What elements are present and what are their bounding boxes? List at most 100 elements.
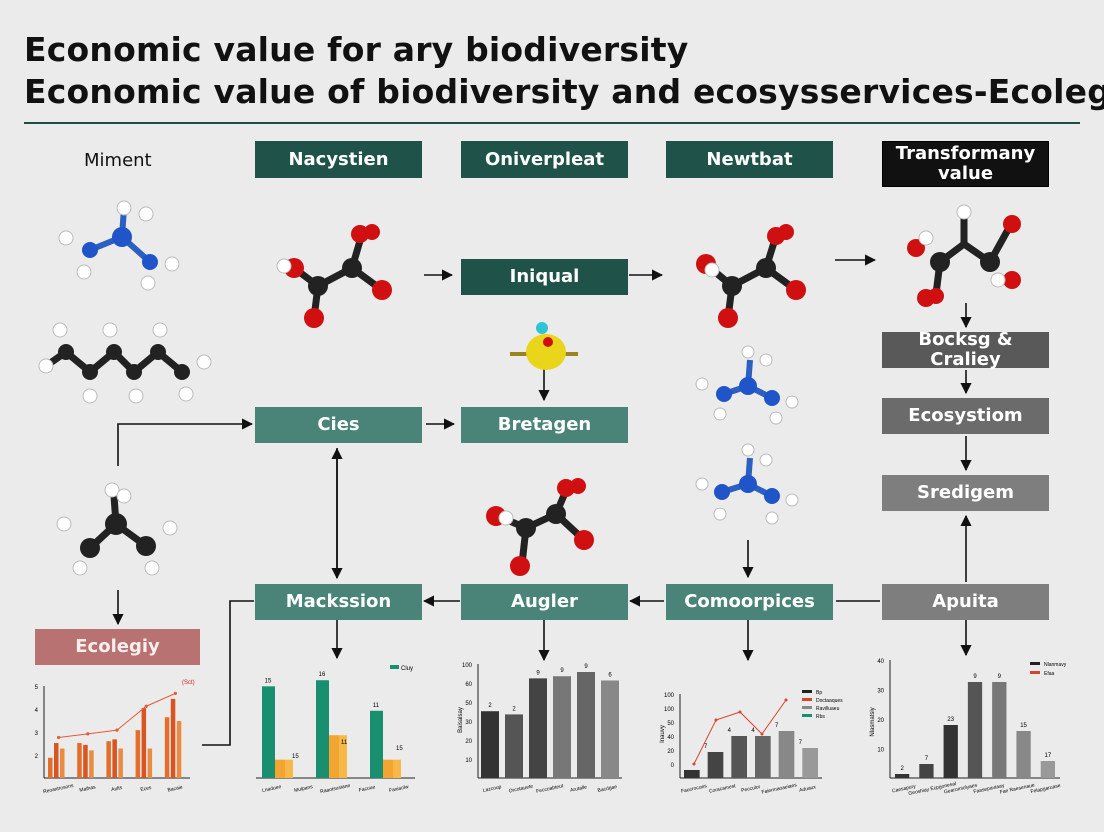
chart1-point xyxy=(144,704,148,708)
chart3-bar xyxy=(529,678,547,778)
chart3-x-label: Feccoabteut xyxy=(536,783,565,795)
chart2-value-label: 11 xyxy=(373,703,380,709)
chart5-value-label: 23 xyxy=(947,717,954,723)
chart2-bar-amber xyxy=(383,759,393,778)
chart2-value-label: 15 xyxy=(396,746,403,752)
chart1-bar xyxy=(83,744,88,778)
chart3-x-label: Lazcoup xyxy=(482,784,502,794)
chart3-y-tick: 100 xyxy=(462,663,473,669)
chart1-y-tick: 2 xyxy=(35,754,39,760)
chart5-y-tick: 30 xyxy=(877,689,884,695)
node-apuita: Apuita xyxy=(882,584,1049,620)
chart3-bar xyxy=(601,680,619,778)
chart2-value-label: 16 xyxy=(319,672,326,678)
chart5-value-label: 7 xyxy=(925,756,929,762)
chart3-value-label: 9 xyxy=(584,664,588,670)
chart4-y-tick: 40 xyxy=(667,735,674,741)
chart4-x-label: Faucrocues xyxy=(681,783,708,794)
node-ecosystiom: Ecosystiom xyxy=(882,398,1049,434)
chart4-legend-swatch xyxy=(802,706,812,709)
chart1-point xyxy=(57,735,61,740)
chart3-bar xyxy=(553,676,571,778)
node-cies: Cies xyxy=(255,407,422,443)
chart4-y-tick: 100 xyxy=(664,707,675,713)
chart3-y-tick: 10 xyxy=(465,758,472,764)
chart1-bar xyxy=(141,708,147,778)
chart2-legend-swatch xyxy=(390,665,399,669)
chart4-bar xyxy=(707,752,724,778)
chart5-y-tick: 40 xyxy=(877,659,884,665)
molecule-icon-amine-2 xyxy=(695,345,799,425)
molecule-icon-propane xyxy=(56,482,178,576)
chart1-bar xyxy=(77,743,82,778)
column-header-3: Oniverpleat xyxy=(461,141,628,178)
chart5-value-label: 15 xyxy=(1020,723,1027,729)
chart3-y-tick: 50 xyxy=(465,701,472,707)
chart5-y-tick: 20 xyxy=(877,718,884,724)
molecule-icon-oxalic-3 xyxy=(486,478,594,576)
chart1-bar xyxy=(147,748,153,778)
chart3-bar xyxy=(505,714,523,778)
chart4-value-label: 7 xyxy=(704,744,708,750)
chart1-bar xyxy=(54,743,59,778)
chart4-bar xyxy=(778,731,795,778)
chart4-legend: Ravilluaeu xyxy=(816,706,840,712)
chart3-ylabel: Baisalsay xyxy=(458,707,464,733)
node-ecolegiy: Ecolegiy xyxy=(35,629,200,665)
chart3-value-label: 6 xyxy=(608,672,612,678)
chart1-bar xyxy=(164,717,170,778)
chart3-bar xyxy=(577,672,595,778)
chart5-value-label: 17 xyxy=(1045,753,1052,759)
chart4-value-label: 7 xyxy=(799,740,803,746)
chart5-bar xyxy=(1040,761,1055,778)
node-iniqual: Iniqual xyxy=(461,259,628,295)
chart5-legend: Efaa xyxy=(1044,671,1055,677)
chart5-bar xyxy=(992,682,1007,778)
chart3-y-tick: 30 xyxy=(465,720,472,726)
chart3-value-label: 9 xyxy=(560,668,564,674)
chart2-value-label: 15 xyxy=(265,678,272,684)
chart3-bar xyxy=(481,711,499,778)
chart4-value-label: 7 xyxy=(775,723,779,729)
chart4-x-label: Aduaux xyxy=(799,784,817,793)
chart5-y-tick: 10 xyxy=(877,748,884,754)
node-bocksg: Bocksg & Craliey xyxy=(882,330,1049,369)
chart2-legend: Cluy xyxy=(401,666,413,672)
chart1-bar xyxy=(48,757,53,778)
chart1-bar xyxy=(176,720,182,778)
node-comoorpices: Comoorpices xyxy=(666,584,833,620)
chart4-legend: Rbs xyxy=(816,714,825,720)
chart1-bar xyxy=(106,741,111,778)
molecule-icon-oxalic-2 xyxy=(696,224,806,328)
molecule-icon-oxalic-1 xyxy=(276,224,392,328)
chart4-point xyxy=(784,698,788,702)
chart2-x-label: Faxiaolw xyxy=(389,784,410,794)
chart5-legend-swatch xyxy=(1030,662,1040,665)
chart1-bar xyxy=(60,748,65,778)
column-header-1: Miment xyxy=(84,150,152,171)
molecule-icon-yellow xyxy=(510,322,578,370)
chart3-x-label: Bacdgae xyxy=(597,784,618,794)
chart5-bar xyxy=(895,774,910,778)
chart1-x-label: Eces xyxy=(140,785,153,793)
node-mackssion: Mackssion xyxy=(255,584,422,620)
chart4-y-tick: 100 xyxy=(664,693,675,699)
chart3-x-label: Orcotauete xyxy=(508,783,534,794)
title-divider xyxy=(24,122,1080,124)
chart2-bar-teal xyxy=(370,710,383,778)
chart1-y-tick: 5 xyxy=(35,685,39,691)
chart4-x-label: Coracamest xyxy=(709,783,737,795)
chart4-x-label: Pecculor xyxy=(741,784,762,794)
title-line-2: Economic value of biodiversity and ecosy… xyxy=(24,72,1104,111)
chart4-bar xyxy=(731,736,747,778)
chart3-y-tick: 60 xyxy=(465,682,472,688)
chart2-x-label: Facuue xyxy=(358,784,376,793)
chart2-x-label: Raaotsusiane xyxy=(320,783,351,795)
chart4-legend-swatch xyxy=(802,698,812,701)
chart5-bar xyxy=(967,682,983,778)
chart1-bar xyxy=(112,739,117,778)
chart2-bar-amber2 xyxy=(393,759,401,778)
chart5-value-label: 9 xyxy=(973,674,977,680)
chart4-bar xyxy=(684,770,700,778)
